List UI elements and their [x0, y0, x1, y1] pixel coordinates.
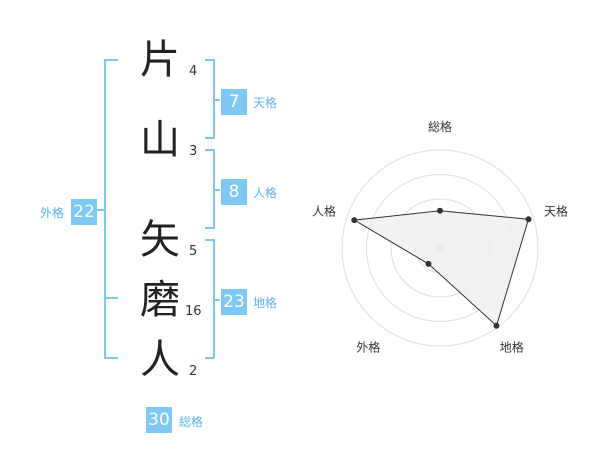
radar-axis-label-1: 総格 [428, 119, 452, 134]
radar-ring-4 [341, 149, 539, 347]
name-char-5: 人 [140, 337, 180, 383]
radar-axis-label-3: 地格 [500, 340, 524, 355]
stroke-count-2: 3 [189, 144, 198, 159]
name-char-3: 矢 [140, 217, 180, 263]
soukaku-badge: 30 [146, 407, 172, 433]
radar-point-1 [437, 207, 443, 214]
radar-series-polygon [352, 210, 530, 327]
soukaku-label: 総格 [179, 415, 204, 429]
name-char-4: 磨 [140, 277, 180, 323]
stroke-count-5: 2 [189, 364, 198, 379]
name-char-2: 山 [140, 117, 180, 163]
gaikaku-label: 外格 [40, 206, 65, 220]
radar-point-2 [525, 216, 532, 223]
stroke-count-1: 4 [189, 64, 198, 79]
stroke-count-4: 16 [185, 304, 202, 319]
tenkaku-badge: 7 [221, 89, 247, 115]
jinkaku-badge: 8 [221, 179, 247, 205]
chikaku-label: 地格 [253, 296, 278, 310]
name-char-1: 片 [140, 37, 180, 83]
tenkaku-label: 天格 [253, 96, 278, 110]
stroke-count-3: 5 [189, 244, 198, 259]
chikaku-badge: 23 [221, 289, 247, 315]
gaikaku-badge: 22 [71, 199, 97, 225]
jinkaku-label: 人格 [253, 186, 278, 200]
radar-point-3 [493, 322, 500, 329]
radar-point-5 [351, 217, 358, 224]
radar-axis-label-4: 外格 [356, 340, 380, 355]
radar-axis-label-5: 人格 [312, 203, 336, 218]
radar-point-4 [425, 260, 432, 267]
radar-axis-label-2: 天格 [544, 203, 568, 218]
